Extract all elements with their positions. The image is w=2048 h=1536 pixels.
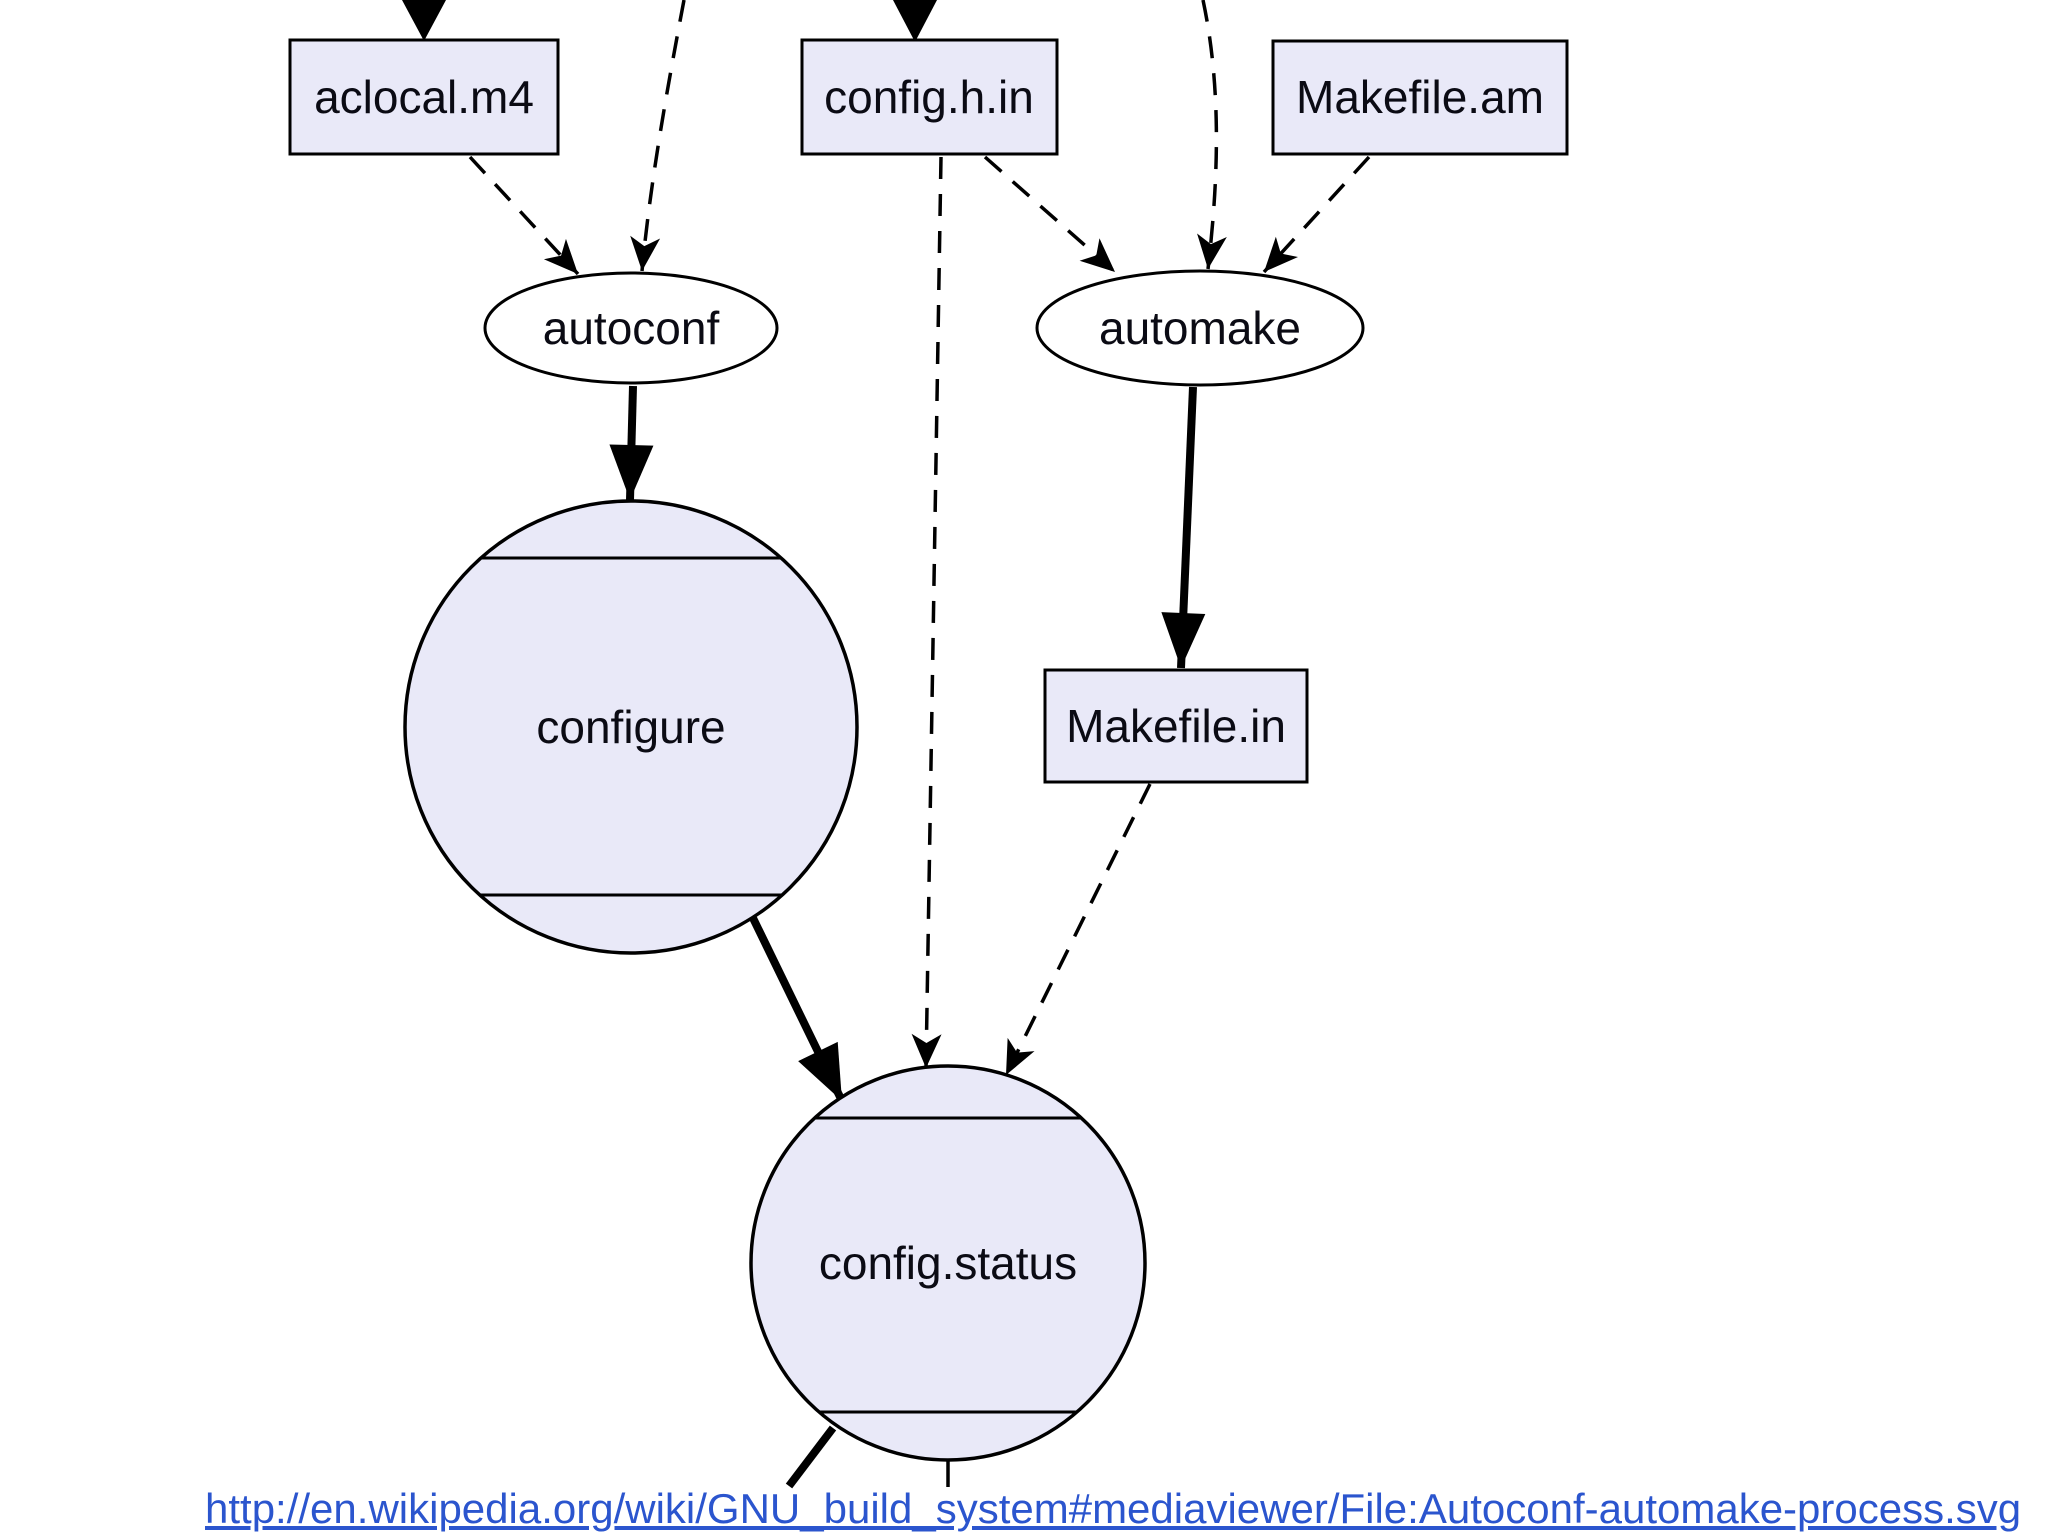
- edge-top-to-automake: [1197, 0, 1227, 270]
- node-autoconf: autoconf: [483, 271, 779, 385]
- config-h-in-box: [800, 38, 1059, 156]
- node-config-h-in: config.h.in: [800, 38, 1059, 156]
- node-configure: configure: [403, 499, 859, 955]
- aclocal-m4-box: [288, 38, 560, 156]
- edge-config-h-in-to-automake: [983, 155, 1117, 274]
- node-makefile-am: Makefile.am: [1271, 39, 1569, 156]
- node-makefile-in: Makefile.in: [1043, 668, 1309, 784]
- edge-config-h-in-to-config-status: [911, 156, 943, 1069]
- makefile-in-label: Makefile.in: [1066, 700, 1286, 752]
- node-aclocal-m4: aclocal.m4: [288, 38, 560, 156]
- edge-config-status-out-left-cutoff: [785, 1425, 837, 1489]
- autoconf-ellipse: [483, 271, 779, 385]
- edge-configure-to-config-status: [748, 914, 846, 1103]
- aclocal-m4-label: aclocal.m4: [314, 71, 534, 123]
- makefile-am-box: [1271, 39, 1569, 156]
- automake-label: automake: [1099, 302, 1301, 354]
- edge-aclocal-m4-to-autoconf: [468, 155, 580, 276]
- config-status-label: config.status: [819, 1237, 1077, 1289]
- configure-circle: [403, 499, 859, 955]
- edge-makefile-am-to-automake: [1262, 155, 1371, 274]
- automake-ellipse: [1035, 269, 1365, 387]
- node-automake: automake: [1035, 269, 1365, 387]
- makefile-in-box: [1043, 668, 1309, 784]
- edge-top-to-autoconf: [630, 0, 686, 272]
- configure-label: configure: [536, 701, 725, 753]
- makefile-am-label: Makefile.am: [1296, 71, 1544, 123]
- config-h-in-label: config.h.in: [824, 71, 1034, 123]
- edge-automake-to-makefile-in: [1161, 386, 1206, 669]
- autoconf-label: autoconf: [543, 302, 720, 354]
- source-url-link[interactable]: http://en.wikipedia.org/wiki/GNU_build_s…: [205, 1485, 2022, 1532]
- config-status-circle: [749, 1064, 1147, 1462]
- cutoff-arrowhead-into-aclocal-m4: [402, 0, 446, 41]
- cutoff-arrowhead-into-config-h-in: [893, 0, 937, 42]
- node-config-status: config.status: [749, 1064, 1147, 1462]
- edge-autoconf-to-configure: [609, 385, 654, 501]
- edge-makefile-in-to-config-status: [1004, 783, 1152, 1076]
